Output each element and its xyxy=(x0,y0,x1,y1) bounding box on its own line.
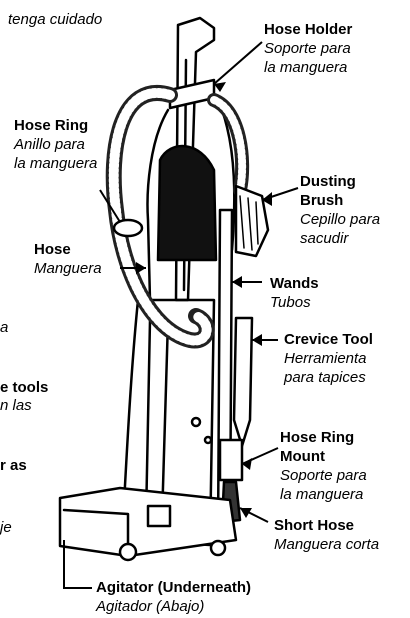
label-crevice-tool-en: Crevice Tool xyxy=(284,330,373,349)
fragment-tools: e tools xyxy=(0,378,48,397)
leader-hose-holder xyxy=(214,42,262,84)
label-hose-holder-es-2: la manguera xyxy=(264,58,352,77)
label-hose-ring-mount-en-1: Hose Ring xyxy=(280,428,367,447)
label-hose-ring-mount-en-2: Mount xyxy=(280,447,367,466)
label-dusting-brush-es-1: Cepillo para xyxy=(300,210,380,229)
label-hose-ring-es-2: la manguera xyxy=(14,154,97,173)
fragment-las: n las xyxy=(0,396,32,415)
label-dusting-brush-en-1: Dusting xyxy=(300,172,380,191)
fragment-je: je xyxy=(0,518,12,537)
label-agitator-es: Agitador (Abajo) xyxy=(96,597,251,616)
label-crevice-tool-es-1: Herramienta xyxy=(284,349,373,368)
hose-ring xyxy=(114,220,142,236)
label-wands-es: Tubos xyxy=(270,293,319,312)
label-dusting-brush-es-2: sacudir xyxy=(300,229,380,248)
label-hose-es: Manguera xyxy=(34,259,102,278)
fragment-as: r as xyxy=(0,456,27,475)
label-hose: Hose Manguera xyxy=(34,240,102,278)
wheel-rear xyxy=(211,541,225,555)
label-short-hose-en: Short Hose xyxy=(274,516,379,535)
label-hose-en: Hose xyxy=(34,240,102,259)
wheel-front xyxy=(120,544,136,560)
label-crevice-tool: Crevice Tool Herramienta para tapices xyxy=(284,330,373,387)
label-hose-ring-es-1: Anillo para xyxy=(14,135,97,154)
fragment-top-left: tenga cuidado xyxy=(8,10,102,29)
bag-window xyxy=(158,146,216,260)
label-short-hose-es: Manguera corta xyxy=(274,535,379,554)
label-hose-ring-en: Hose Ring xyxy=(14,116,97,135)
label-hose-ring-mount-es-1: Soporte para xyxy=(280,466,367,485)
label-dusting-brush: Dusting Brush Cepillo para sacudir xyxy=(300,172,380,248)
label-dusting-brush-en-2: Brush xyxy=(300,191,380,210)
label-short-hose: Short Hose Manguera corta xyxy=(274,516,379,554)
hose-ring-mount xyxy=(220,440,242,480)
label-wands: Wands Tubos xyxy=(270,274,319,312)
label-wands-en: Wands xyxy=(270,274,319,293)
label-crevice-tool-es-2: para tapices xyxy=(284,368,373,387)
crevice-tool xyxy=(234,318,252,446)
label-hose-ring-mount-es-2: la manguera xyxy=(280,485,367,504)
label-hose-ring-mount: Hose Ring Mount Soporte para la manguera xyxy=(280,428,367,504)
label-hose-holder: Hose Holder Soporte para la manguera xyxy=(264,20,352,77)
fragment-a: a xyxy=(0,318,8,337)
label-agitator: Agitator (Underneath) Agitador (Abajo) xyxy=(96,578,251,616)
label-hose-holder-es-1: Soporte para xyxy=(264,39,352,58)
label-hose-ring: Hose Ring Anillo para la manguera xyxy=(14,116,97,173)
label-agitator-en: Agitator (Underneath) xyxy=(96,578,251,597)
label-hose-holder-en: Hose Holder xyxy=(264,20,352,39)
